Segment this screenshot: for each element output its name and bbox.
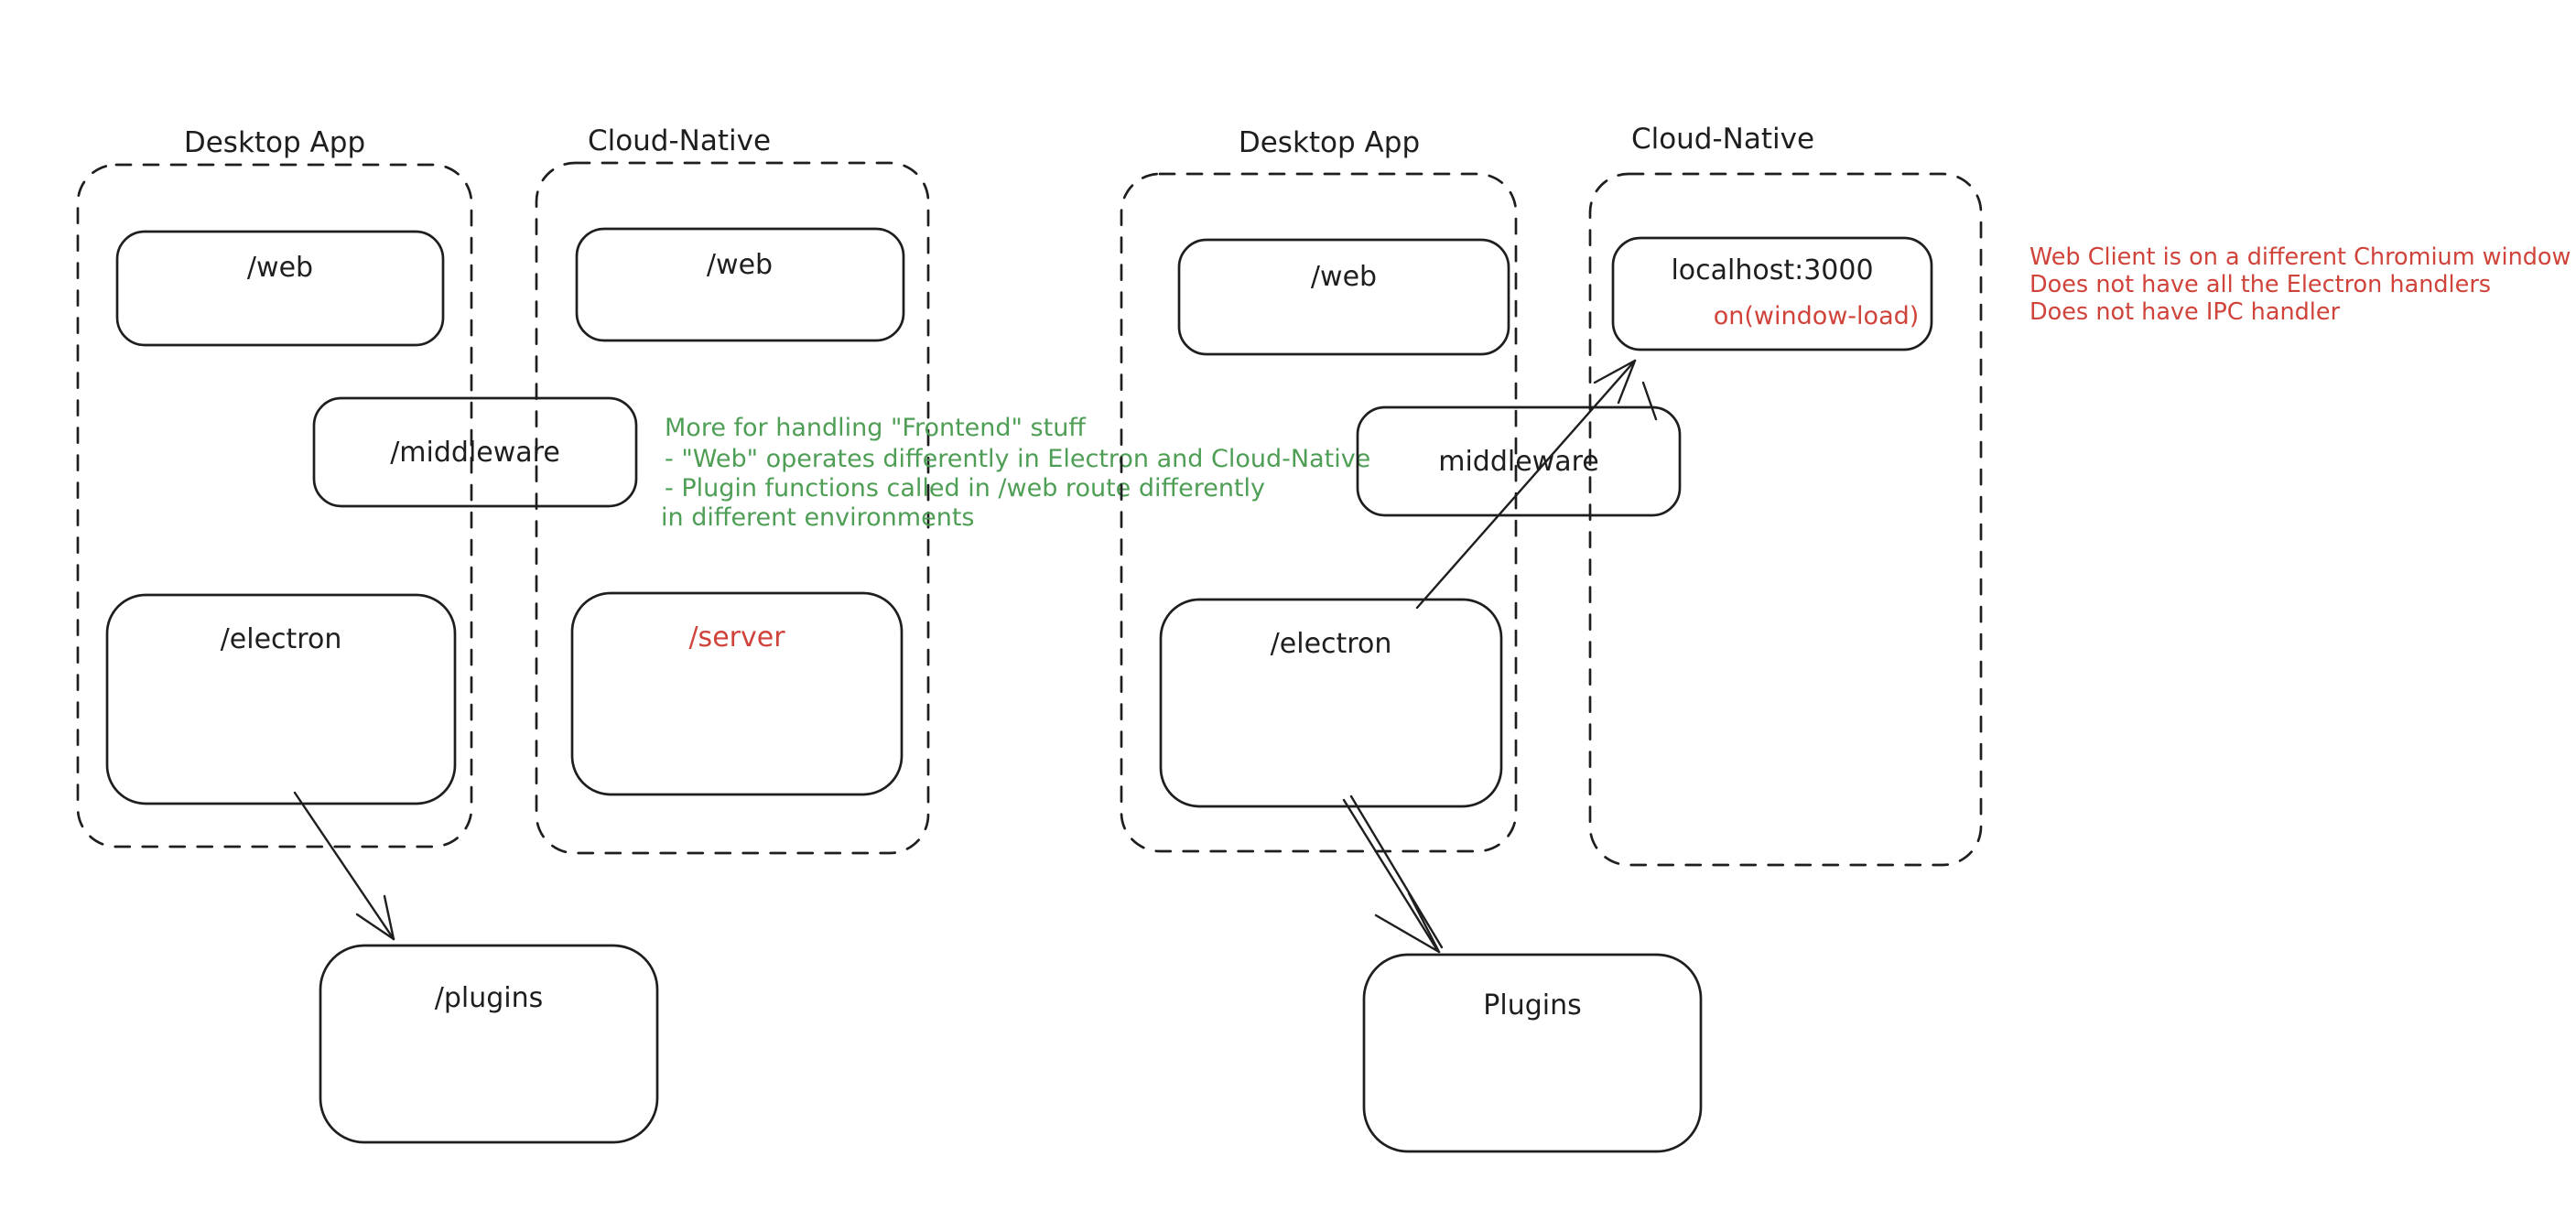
green-annotation-line-4: in different environments <box>661 503 974 532</box>
right-desktop-app-container <box>1120 172 1518 853</box>
on-window-load-label: on(window-load) <box>1714 302 1920 330</box>
left-middleware-label: /middleware <box>390 437 560 469</box>
right-cloud-native-title: Cloud-Native <box>1631 123 1814 156</box>
right-plugins-label: Plugins <box>1483 989 1581 1021</box>
left-web-cloud-label: /web <box>707 249 773 281</box>
red-annotation-line-3: Does not have IPC handler <box>2029 298 2341 326</box>
left-plugins-box <box>319 944 659 1144</box>
right-middleware-label: middleware <box>1438 446 1599 478</box>
left-electron-label: /electron <box>221 623 342 655</box>
red-annotation-line-2: Does not have all the Electron handlers <box>2029 271 2491 298</box>
green-annotation-line-3: - Plugin functions called in /web route … <box>665 474 1265 503</box>
left-cloud-native-title: Cloud-Native <box>588 124 771 157</box>
left-server-label: /server <box>688 621 785 654</box>
left-electron-box <box>105 593 457 805</box>
right-desktop-app-title: Desktop App <box>1239 126 1420 159</box>
green-annotation: More for handling "Frontend" stuff - "We… <box>661 414 1370 532</box>
right-middleware-box <box>1356 405 1682 517</box>
left-web-cloud-box <box>575 227 905 342</box>
red-annotation: Web Client is on a different Chromium wi… <box>2029 243 2571 326</box>
left-cloud-native-container <box>535 161 930 855</box>
left-web-desktop-label: /web <box>247 252 313 284</box>
left-web-desktop-box <box>115 230 445 347</box>
left-desktop-app-title: Desktop App <box>184 126 365 159</box>
localhost-3000-box <box>1611 236 1933 351</box>
right-electron-label: /electron <box>1271 628 1392 660</box>
right-web-label: /web <box>1311 261 1377 293</box>
left-diagram: Desktop App Cloud-Native /web /web /midd… <box>76 124 930 1144</box>
right-diagram: Desktop App Cloud-Native /web localhost:… <box>1120 123 1983 1153</box>
right-electron-box <box>1159 598 1503 808</box>
left-electron-to-plugins-arrow <box>293 791 395 941</box>
right-cloud-native-container <box>1588 172 1983 867</box>
right-plugins-box <box>1362 953 1703 1153</box>
left-server-box <box>570 591 904 796</box>
right-electron-to-plugins-arrow <box>1342 794 1444 954</box>
left-middleware-box <box>312 396 638 508</box>
red-annotation-line-1: Web Client is on a different Chromium wi… <box>2029 243 2571 271</box>
electron-to-localhost-arrow <box>1415 359 1658 610</box>
green-annotation-line-2: - "Web" operates differently in Electron… <box>665 445 1370 473</box>
localhost-3000-label: localhost:3000 <box>1671 254 1873 286</box>
green-annotation-line-1: More for handling "Frontend" stuff <box>665 414 1087 442</box>
left-plugins-label: /plugins <box>435 982 544 1014</box>
right-web-box <box>1177 238 1510 356</box>
